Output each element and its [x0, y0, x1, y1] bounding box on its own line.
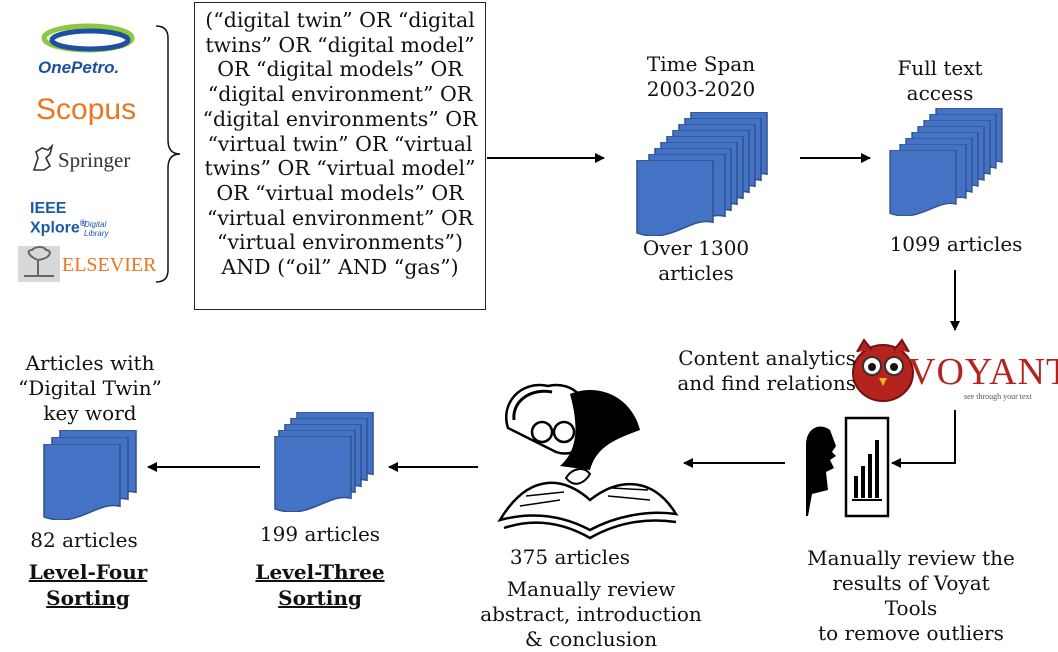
analyst-head-chart-icon — [806, 416, 890, 518]
outlier-review-caption: Manually review the results of Voyat Too… — [807, 546, 1015, 645]
onepetro-swoosh-icon — [41, 23, 135, 53]
elsevier-logo: ELSEVIER — [62, 254, 157, 276]
199-articles-label: 199 articles — [259, 522, 381, 546]
arrow-voyant-to-outliers — [891, 410, 956, 468]
document-stack-1099 — [889, 108, 1003, 216]
1099-articles-label: 1099 articles — [889, 232, 1023, 256]
voyant-tagline: see through your text — [964, 392, 1032, 401]
springer-logo: Springer — [58, 148, 131, 172]
voyant-caption: Content analytics and find relations — [677, 346, 856, 395]
onepetro-logo: OnePetro. — [38, 58, 120, 77]
voyant-owl-icon — [852, 338, 914, 402]
ieee-digital-library-label: Digital Library — [84, 220, 109, 238]
document-stack-82 — [43, 430, 137, 520]
level-three-sorting-label: Level-Three Sorting — [255, 560, 385, 610]
document-stack-199 — [274, 412, 374, 512]
search-query-box: (“digital twin” OR “digital twins” OR “d… — [194, 2, 486, 310]
375-articles-label: 375 articles — [509, 545, 631, 569]
voyant-logo: VOYANT — [908, 351, 1058, 393]
full-text-access-label: Full text access — [897, 56, 983, 105]
abstract-review-caption: Manually review abstract, introduction &… — [480, 577, 702, 651]
over-1300-articles-label: Over 1300 articles — [642, 236, 750, 285]
scholar-reading-book-icon — [497, 383, 679, 540]
82-articles-label: 82 articles — [30, 528, 138, 552]
document-stack-1300 — [636, 112, 768, 236]
scopus-logo: Scopus — [36, 93, 137, 126]
springer-horse-icon — [32, 144, 54, 171]
level-four-sorting-label: Level-Four Sorting — [28, 560, 148, 610]
ieee-xplore-logo: IEEE Xplore® — [30, 200, 87, 237]
digital-twin-keyword-label: Articles with “Digital Twin” key word — [18, 351, 162, 425]
time-span-label: Time Span 2003-2020 — [646, 52, 756, 101]
elsevier-tree-icon — [18, 246, 60, 282]
curly-brace-icon — [155, 25, 181, 283]
